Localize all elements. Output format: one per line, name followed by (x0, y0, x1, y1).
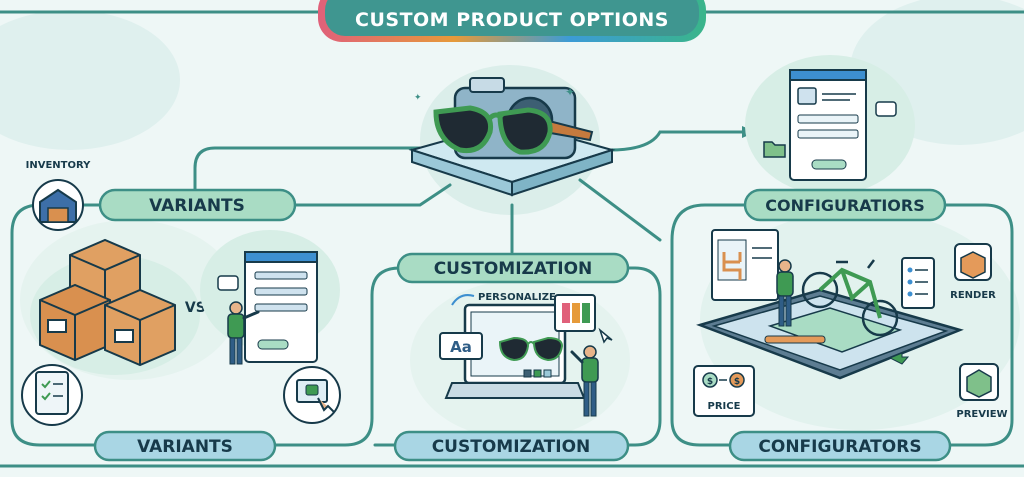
preview-group: PREVIEW (956, 363, 1008, 420)
folder-icon (763, 141, 786, 158)
product-form-card (745, 55, 915, 195)
configurators-top-label: CONFIGURATIORS (765, 196, 925, 215)
checklist-illustration (21, 364, 83, 426)
font-sample-label: Aa (450, 338, 472, 356)
shopping-bag-icon (305, 384, 319, 396)
box-icon (104, 288, 176, 367)
svg-text:$: $ (734, 377, 740, 387)
variants-bottom-label: VARIANTS (137, 437, 233, 457)
title-banner: CUSTOM PRODUCT OPTIONS (318, 0, 706, 42)
price-group: $ $ PRICE (693, 365, 755, 417)
render-label: RENDER (950, 290, 996, 301)
stacked-boxes-illustration (30, 238, 200, 375)
spec-list-panel (901, 257, 935, 309)
configurators-pill-top: CONFIGURATIORS (743, 188, 947, 222)
sunglasses-preview-icon (498, 336, 564, 362)
customization-bottom-label: CUSTOMIZATION (432, 437, 591, 457)
color-swatch-panel (554, 294, 596, 332)
box-icon (39, 283, 111, 362)
person-figure (570, 345, 599, 417)
price-label: PRICE (708, 401, 741, 412)
cube-icon (960, 251, 986, 279)
preview-label: PREVIEW (956, 409, 1007, 420)
customization-top-label: CUSTOMIZATION (434, 259, 593, 279)
sunglasses-icon (433, 105, 594, 155)
variants-pill-top: VARIANTS (98, 188, 297, 222)
person-figure (776, 259, 794, 327)
user-avatar-icon (797, 87, 817, 105)
render-group: RENDER (950, 243, 996, 301)
inventory-label: INVENTORY (26, 160, 92, 171)
sparkle-icon: ✦ (565, 85, 575, 99)
person-figure (227, 301, 260, 365)
configurators-bottom-label: CONFIGURATORS (758, 437, 921, 457)
configurators-pill-bottom: CONFIGURATORS (728, 430, 952, 462)
variants-top-label: VARIANTS (149, 196, 245, 216)
variant-selector-form (200, 230, 340, 365)
3d-model-icon (966, 369, 992, 398)
shopping-touch-illustration (283, 366, 341, 424)
page-title: CUSTOM PRODUCT OPTIONS (355, 9, 669, 31)
variants-pill-bottom: VARIANTS (93, 430, 277, 462)
customization-pill-top: CUSTOMIZATION (396, 252, 630, 284)
customization-pill-bottom: CUSTOMIZATION (393, 430, 630, 462)
chat-bubble-icon (217, 275, 239, 291)
personalize-label: PERSONALIZE (478, 292, 556, 303)
cursor-icon (598, 327, 613, 344)
chair-icon (722, 252, 742, 280)
clipboard-icon (35, 371, 69, 415)
svg-text:$: $ (707, 377, 713, 387)
chair-option-panel (711, 229, 779, 301)
sparkle-icon: ✦ (414, 93, 422, 103)
dollar-coin-icon (702, 372, 718, 388)
hand-pointer-icon (317, 397, 335, 413)
connector-lines (0, 10, 1024, 468)
customization-laptop: PERSONALIZE Aa (439, 292, 613, 417)
inventory-group: INVENTORY (26, 160, 92, 231)
chat-bubble-icon (875, 101, 897, 117)
dollar-coin-icon (729, 372, 745, 388)
bicycle-icon (801, 259, 899, 337)
